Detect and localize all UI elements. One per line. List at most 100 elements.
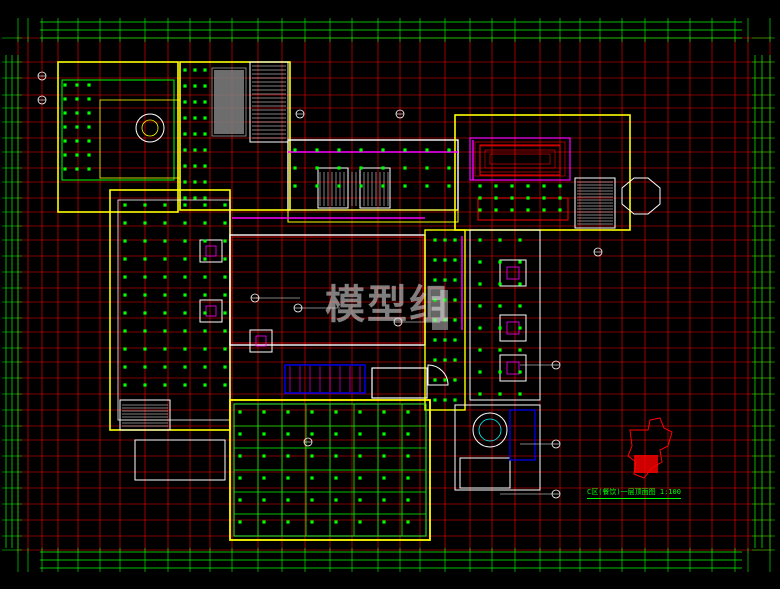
section-markers (37, 71, 603, 499)
ceiling-light-fixture (87, 167, 91, 171)
ceiling-light-fixture (183, 383, 187, 387)
ceiling-light-fixture (403, 166, 407, 170)
ceiling-light-fixture (406, 476, 410, 480)
ceiling-light-fixture (558, 208, 562, 212)
ceiling-light-fixture (183, 311, 187, 315)
ceiling-light-fixture (453, 358, 457, 362)
wall-east-corridor (424, 229, 466, 411)
ceiling-light-fixture (143, 311, 147, 315)
ceiling-light-fixture (334, 454, 338, 458)
ceiling-light-fixture (334, 432, 338, 436)
ceiling-light-fixture (203, 293, 207, 297)
room-west-stair (119, 399, 171, 431)
ceiling-light-fixture (87, 125, 91, 129)
ceiling-light-fixture (518, 392, 522, 396)
ceiling-light-fixture (63, 111, 67, 115)
room-east-private-rooms (469, 229, 541, 401)
ceiling-light-fixture (183, 132, 187, 136)
ceiling-light-fixture (558, 196, 562, 200)
round-private-room (472, 412, 508, 448)
ceiling-light-fixture (498, 304, 502, 308)
ceiling-light-fixture (193, 148, 197, 152)
ceiling-light-fixture (478, 260, 482, 264)
west-room-core (255, 335, 267, 347)
ceiling-light-fixture (453, 398, 457, 402)
ceiling-light-fixture (433, 378, 437, 382)
ceiling-light-fixture (518, 348, 522, 352)
ceiling-light-fixture (63, 97, 67, 101)
ceiling-light-fixture (453, 238, 457, 242)
ceiling-light-fixture (526, 184, 530, 188)
ceiling-light-fixture (203, 116, 207, 120)
ceiling-light-fixture (143, 275, 147, 279)
ceiling-light-fixture (163, 239, 167, 243)
ceiling-light-fixture (433, 358, 437, 362)
ceiling-light-fixture (223, 293, 227, 297)
ceiling-light-fixture (334, 520, 338, 524)
octagon-pavilion (621, 177, 661, 215)
curved-bay (427, 364, 449, 386)
ceiling-light-fixture (406, 432, 410, 436)
ceiling-light-fixture (433, 318, 437, 322)
ceiling-light-fixture (183, 221, 187, 225)
ceiling-light-fixture (443, 258, 447, 262)
ceiling-light-fixture (433, 278, 437, 282)
ceiling-light-fixture (123, 365, 127, 369)
ceiling-light-fixture (183, 68, 187, 72)
ceiling-light-fixture (498, 326, 502, 330)
ceiling-light-fixture (163, 329, 167, 333)
dimension-lines (2, 18, 775, 572)
ceiling-light-fixture (143, 329, 147, 333)
ceiling-light-fixture (143, 365, 147, 369)
ceiling-light-fixture (87, 153, 91, 157)
ceiling-light-fixture (433, 338, 437, 342)
ceiling-light-fixture (63, 167, 67, 171)
ceiling-light-fixture (526, 208, 530, 212)
ceiling-light-fixture (238, 410, 242, 414)
ceiling-light-fixture (123, 203, 127, 207)
ceiling-light-fixture (381, 166, 385, 170)
ceiling-light-fixture (334, 476, 338, 480)
ceiling-light-fixture (183, 164, 187, 168)
ceiling-light-fixture (286, 476, 290, 480)
ceiling-light-fixture (262, 432, 266, 436)
ceiling-light-fixture (337, 166, 341, 170)
ceiling-light-fixture (123, 239, 127, 243)
wall-upper-central (179, 61, 291, 211)
ceiling-light-fixture (123, 329, 127, 333)
wall-south-main-hall (229, 399, 431, 541)
ceiling-light-fixture (262, 476, 266, 480)
ceiling-light-fixture (337, 148, 341, 152)
ceiling-light-fixture (123, 257, 127, 261)
room-east-stair (574, 177, 616, 229)
ceiling-light-fixture (123, 383, 127, 387)
ceiling-light-fixture (286, 520, 290, 524)
ceiling-light-fixture (310, 476, 314, 480)
ceiling-light-fixture (87, 83, 91, 87)
ceiling-light-fixture (63, 83, 67, 87)
ceiling-light-fixture (183, 148, 187, 152)
ceiling-light-fixture (558, 184, 562, 188)
ceiling-light-fixture (518, 370, 522, 374)
ceiling-light-fixture (406, 520, 410, 524)
ceiling-light-fixture (262, 410, 266, 414)
ceiling-light-fixture (286, 454, 290, 458)
ceiling-light-fixture (510, 196, 514, 200)
ceiling-light-fixture (193, 100, 197, 104)
ceiling-light-fixture (453, 298, 457, 302)
room-left-circular-hall (61, 79, 175, 181)
ceiling-light-fixture (223, 203, 227, 207)
ceiling-light-fixture (163, 221, 167, 225)
ceiling-light-fixture (203, 257, 207, 261)
watermark-text: 模型组 (325, 282, 451, 328)
ceiling-light-fixture (447, 166, 451, 170)
room-stair-hatched (249, 61, 289, 143)
ceiling-frame-ring (489, 153, 551, 165)
ceiling-light-fixture (143, 257, 147, 261)
ceiling-light-fixture (183, 116, 187, 120)
wall-east-block (454, 114, 631, 231)
private-room-core (506, 361, 520, 375)
ceiling-light-fixture (453, 378, 457, 382)
ceiling-light-fixture (193, 196, 197, 200)
ceiling-light-fixture (293, 184, 297, 188)
